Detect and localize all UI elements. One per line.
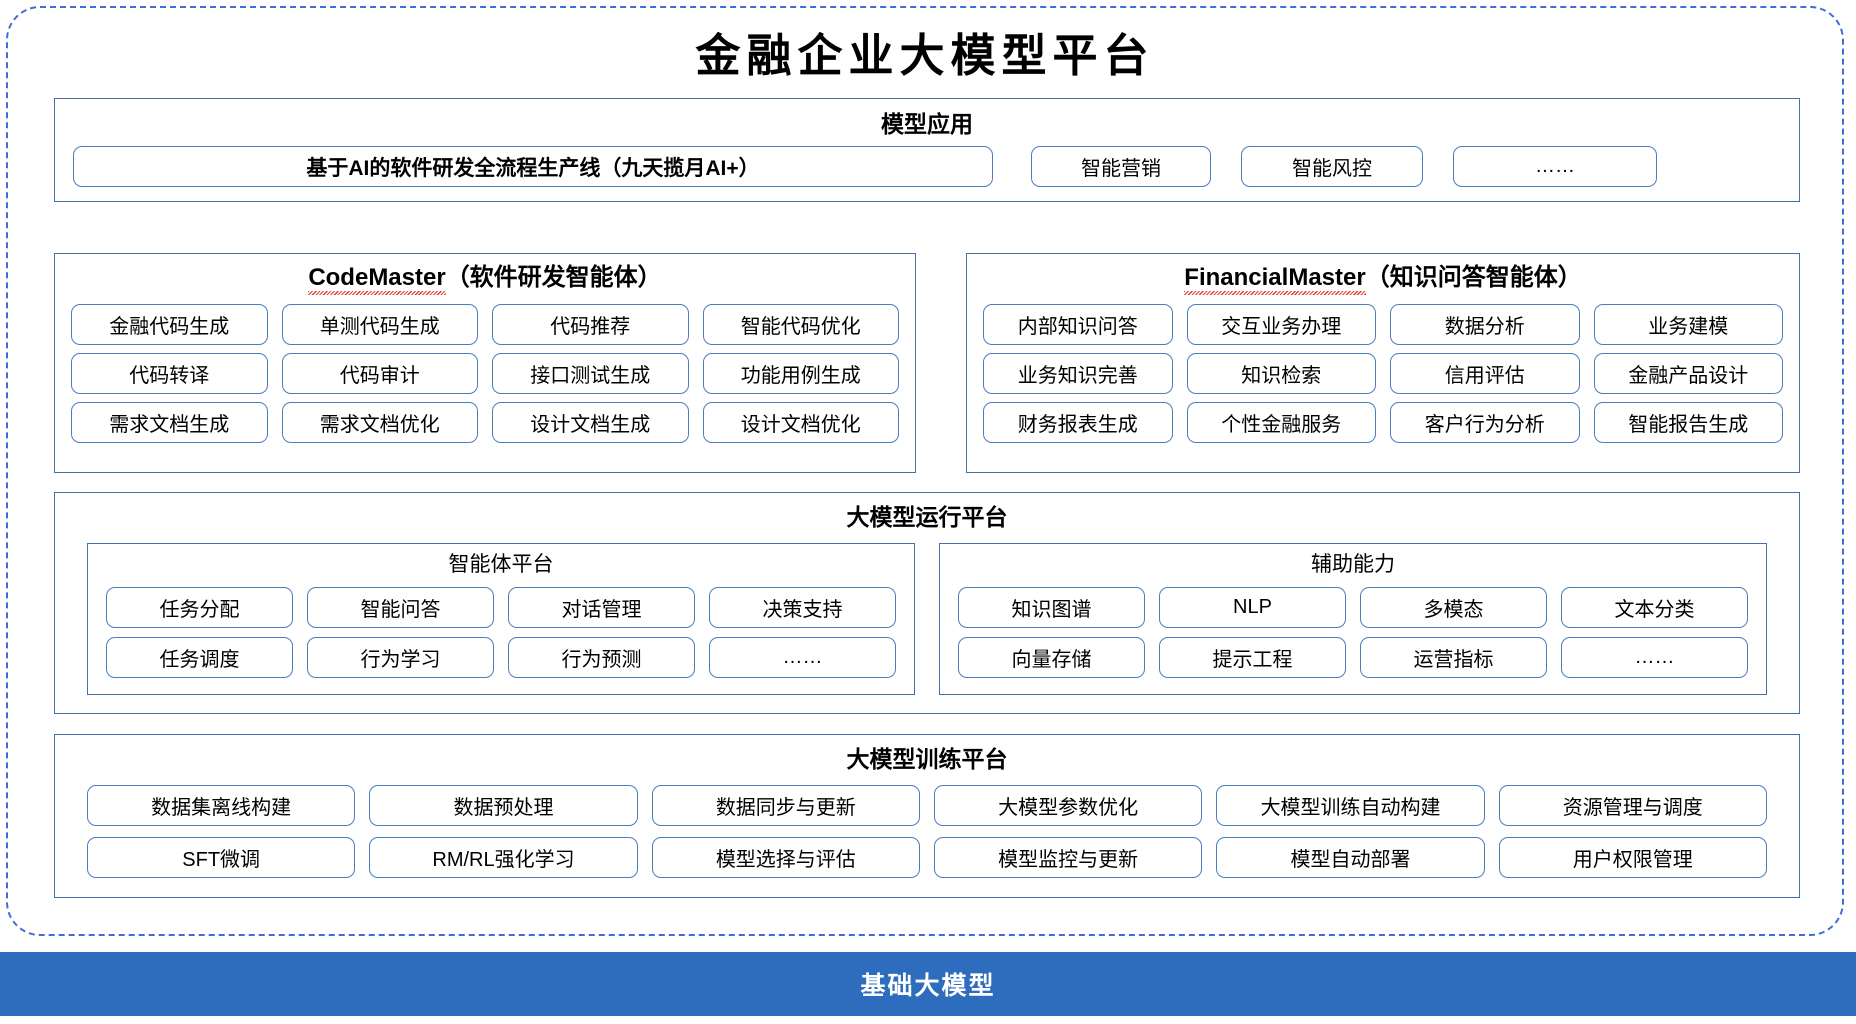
page-title: 金融企业大模型平台 [695,31,1155,81]
pill-support-capabilities-more[interactable]: …… [1561,637,1748,678]
pill-training-auto-build[interactable]: 大模型训练自动构建 [1216,785,1485,826]
section-title-model-application: 模型应用 [881,111,973,137]
pill-ai-pipeline[interactable]: 基于AI的软件研发全流程生产线（九天揽月AI+） [73,146,993,187]
pill-model-monitor-update[interactable]: 模型监控与更新 [933,837,1203,878]
training-platform-row-2: SFT微调 RM/RL强化学习 模型选择与评估 模型监控与更新 模型自动部署 用… [55,826,1799,878]
pill-task-scheduling[interactable]: 任务调度 [106,637,293,678]
pill-unit-test-code-gen[interactable]: 单测代码生成 [281,304,478,345]
subpanel-title-agent-platform: 智能体平台 [448,553,554,576]
pill-more-applications[interactable]: …… [1453,146,1657,187]
section-financial-master: FinancialMaster（知识问答智能体） 内部知识问答 交互业务办理 数… [966,253,1800,473]
pill-intelligent-marketing[interactable]: 智能营销 [1031,146,1211,187]
pill-behavior-prediction[interactable]: 行为预测 [508,637,695,678]
pill-credit-evaluation[interactable]: 信用评估 [1390,353,1580,394]
pill-requirement-doc-gen[interactable]: 需求文档生成 [71,402,268,443]
agent-platform-row-1: 任务分配 智能问答 对话管理 决策支持 [106,587,896,628]
pill-smart-code-optimization[interactable]: 智能代码优化 [702,304,899,345]
pill-rm-rl-reinforcement[interactable]: RM/RL强化学习 [369,837,638,878]
pill-internal-knowledge-qa[interactable]: 内部知识问答 [983,304,1173,345]
pill-customer-behavior-analysis[interactable]: 客户行为分析 [1390,402,1580,443]
training-platform-row-1: 数据集离线构建 数据预处理 数据同步与更新 大模型参数优化 大模型训练自动构建 … [55,771,1799,826]
support-capabilities-row-1: 知识图谱 NLP 多模态 文本分类 [958,587,1748,628]
pill-task-allocation[interactable]: 任务分配 [106,587,293,628]
pill-function-case-gen[interactable]: 功能用例生成 [702,353,899,394]
pill-sft-finetune[interactable]: SFT微调 [87,837,356,878]
agent-name-code-master: CodeMaster [308,264,447,295]
pill-code-audit[interactable]: 代码审计 [281,353,478,394]
pill-resource-management-scheduling[interactable]: 资源管理与调度 [1498,785,1767,826]
pill-code-recommendation[interactable]: 代码推荐 [492,304,689,345]
pill-design-doc-opt[interactable]: 设计文档优化 [702,402,899,443]
pill-financial-product-design[interactable]: 金融产品设计 [1593,353,1783,394]
code-master-row-3: 需求文档生成 需求文档优化 设计文档生成 设计文档优化 [55,394,915,443]
pill-financial-report-gen[interactable]: 财务报表生成 [983,402,1173,443]
section-title-training-platform: 大模型训练平台 [846,746,1008,772]
pill-model-param-optimization[interactable]: 大模型参数优化 [933,785,1203,826]
pill-knowledge-graph[interactable]: 知识图谱 [958,587,1145,628]
pill-finance-code-gen[interactable]: 金融代码生成 [71,304,268,345]
agent-suffix-code-master: （软件研发智能体） [445,264,662,291]
pill-smart-qa[interactable]: 智能问答 [307,587,494,628]
pill-model-selection-evaluation[interactable]: 模型选择与评估 [651,837,920,878]
diagram-frame: 金融企业大模型平台 模型应用 基于AI的软件研发全流程生产线（九天揽月AI+） … [6,6,1844,936]
pill-nlp[interactable]: NLP [1159,587,1346,628]
agent-title-code-master: CodeMaster（软件研发智能体） [55,254,915,295]
agent-suffix-financial-master: （知识问答智能体） [1365,264,1582,291]
section-runtime-platform: 大模型运行平台 智能体平台 任务分配 智能问答 对话管理 决策支持 任务调度 行… [54,492,1800,714]
foundation-model-bar: 基础大模型 [0,952,1856,1016]
section-model-application: 模型应用 基于AI的软件研发全流程生产线（九天揽月AI+） 智能营销 智能风控 … [54,98,1800,202]
financial-master-row-3: 财务报表生成 个性金融服务 客户行为分析 智能报告生成 [967,394,1799,443]
subpanel-support-capabilities: 辅助能力 知识图谱 NLP 多模态 文本分类 向量存储 提示工程 运营指标 …… [939,543,1767,695]
agent-name-financial-master: FinancialMaster [1184,264,1367,295]
pill-business-modeling[interactable]: 业务建模 [1593,304,1783,345]
pill-code-translation[interactable]: 代码转译 [71,353,268,394]
agent-title-financial-master: FinancialMaster（知识问答智能体） [967,254,1799,295]
pill-data-preprocessing[interactable]: 数据预处理 [369,785,638,826]
pill-multimodal[interactable]: 多模态 [1360,587,1547,628]
pill-interactive-business[interactable]: 交互业务办理 [1186,304,1376,345]
financial-master-row-1: 内部知识问答 交互业务办理 数据分析 业务建模 [967,292,1799,345]
section-title-runtime-platform: 大模型运行平台 [846,504,1008,530]
pill-business-knowledge-improve[interactable]: 业务知识完善 [983,353,1173,394]
pill-design-doc-gen[interactable]: 设计文档生成 [492,402,689,443]
subpanel-agent-platform: 智能体平台 任务分配 智能问答 对话管理 决策支持 任务调度 行为学习 行为预测… [87,543,915,695]
pill-personalized-finance-service[interactable]: 个性金融服务 [1186,402,1376,443]
pill-decision-support[interactable]: 决策支持 [709,587,896,628]
pill-data-sync-update[interactable]: 数据同步与更新 [651,785,920,826]
pill-model-auto-deploy[interactable]: 模型自动部署 [1216,837,1485,878]
pill-agent-platform-more[interactable]: …… [709,637,896,678]
section-code-master: CodeMaster（软件研发智能体） 金融代码生成 单测代码生成 代码推荐 智… [54,253,916,473]
pill-vector-storage[interactable]: 向量存储 [958,637,1145,678]
code-master-row-1: 金融代码生成 单测代码生成 代码推荐 智能代码优化 [55,292,915,345]
pill-operation-metrics[interactable]: 运营指标 [1360,637,1547,678]
support-capabilities-row-2: 向量存储 提示工程 运营指标 …… [958,637,1748,678]
pill-knowledge-retrieval[interactable]: 知识检索 [1186,353,1376,394]
pill-data-analysis[interactable]: 数据分析 [1390,304,1580,345]
pill-behavior-learning[interactable]: 行为学习 [307,637,494,678]
code-master-row-2: 代码转译 代码审计 接口测试生成 功能用例生成 [55,345,915,394]
pill-interface-test-gen[interactable]: 接口测试生成 [492,353,689,394]
financial-master-row-2: 业务知识完善 知识检索 信用评估 金融产品设计 [967,345,1799,394]
subpanel-title-support-capabilities: 辅助能力 [1311,553,1395,576]
pill-prompt-engineering[interactable]: 提示工程 [1159,637,1346,678]
pill-dialog-management[interactable]: 对话管理 [508,587,695,628]
pill-smart-report-gen[interactable]: 智能报告生成 [1593,402,1783,443]
section-training-platform: 大模型训练平台 数据集离线构建 数据预处理 数据同步与更新 大模型参数优化 大模… [54,734,1800,898]
pill-intelligent-risk-control[interactable]: 智能风控 [1241,146,1423,187]
pill-dataset-offline-build[interactable]: 数据集离线构建 [87,785,356,826]
foundation-model-label: 基础大模型 [860,972,996,1000]
pill-user-permission-management[interactable]: 用户权限管理 [1498,837,1767,878]
agent-platform-row-2: 任务调度 行为学习 行为预测 …… [106,637,896,678]
pill-text-classification[interactable]: 文本分类 [1561,587,1748,628]
pill-requirement-doc-opt[interactable]: 需求文档优化 [281,402,478,443]
